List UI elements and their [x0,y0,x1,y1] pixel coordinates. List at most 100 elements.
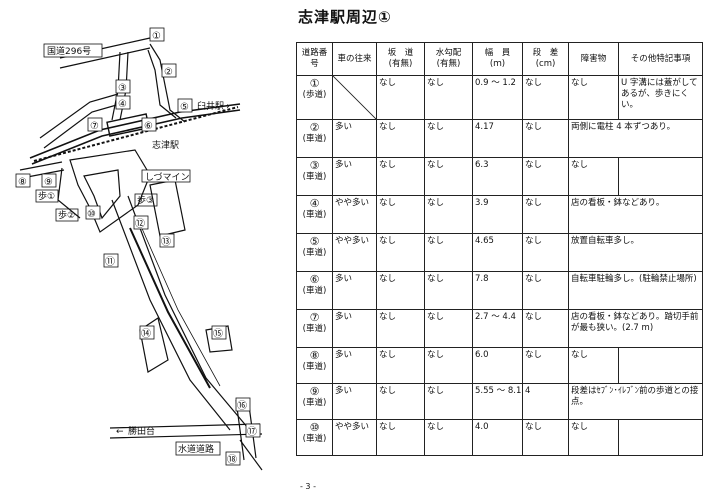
table-row: ③(車道) 多い なし なし 6.3 なし なし [296,157,703,196]
cell-obstacle: なし [568,347,619,384]
cell-slope: なし [376,383,425,420]
road-number: ⑥ [309,273,320,286]
marker-6: ⑥ [144,121,153,132]
cell-step: なし [522,75,569,120]
road-survey-table: 道路番号 車の往来 坂 道 (有無) 水勾配 (有無) 幅 員 (ｍ) 段 差 … [296,42,703,456]
cell-slope: なし [376,419,425,456]
road-7 [39,93,121,149]
cell-obstacle: 段差はｾﾌﾞﾝ･ｲﾚﾌﾞﾝ前の歩道との接点。 [568,383,703,420]
road-number: ④ [309,197,320,210]
road-type: (車道) [302,210,327,220]
cell-traffic: やや多い [332,195,377,234]
cell-drain: なし [424,75,473,120]
katsutadai-arrow-icon: ← [116,427,124,437]
marker-1: ① [152,31,161,42]
header-width: 幅 員 (ｍ) [472,42,523,76]
cell-slope: なし [376,75,425,120]
marker-3: ③ [118,83,127,94]
area-map: 国道296号 臼井駅 → 志津駅 しづマイン 歩① 歩② 歩③ ← 勝田台 水道… [15,27,263,471]
marker-10: ⑩ [87,209,96,220]
marker-13: ⑬ [161,236,171,248]
road-type: (車道) [302,248,327,258]
cell-slope: なし [376,309,425,348]
road-type: (車道) [302,324,327,334]
cell-road-no: ⑥(車道) [296,271,333,310]
table-row: ②(車道) 多い なし なし 4.17 なし 両側に電柱 4 本ずつあり。 [296,119,703,158]
cell-obstacle: なし [568,75,619,120]
cell-traffic: 多い [332,157,377,196]
cell-drain: なし [424,419,473,456]
cell-road-no: ⑩(車道) [296,419,333,456]
cell-width: 4.0 [472,419,523,456]
cell-slope: なし [376,233,425,272]
cell-slope: なし [376,347,425,384]
label-shizu-station: 志津駅 [152,139,179,151]
road-suido [109,423,263,439]
cell-width: 4.17 [472,119,523,158]
label-suido-road: 水道道路 [178,443,214,455]
road-type: (車道) [302,362,327,372]
railway [29,103,241,165]
road-type: (車道) [302,286,327,296]
marker-15: ⑮ [213,328,223,340]
cell-traffic: 多い [332,271,377,310]
cell-traffic: やや多い [332,419,377,456]
page-number: - 3 - [300,482,316,491]
cell-width: 3.9 [472,195,523,234]
cell-drain: なし [424,157,473,196]
cell-road-no: ⑦(車道) [296,309,333,348]
cell-slope: なし [376,271,425,310]
cell-drain: なし [424,347,473,384]
cell-step: なし [522,233,569,272]
road-number: ⑤ [309,235,320,248]
header-slope: 坂 道 (有無) [376,42,425,76]
diagonal-line [333,76,376,119]
cell-road-no: ⑧(車道) [296,347,333,384]
road-number: ① [309,77,320,90]
cell-obstacle: 店の看板・鉢などあり。踏切手前が最も狭い。(2.7 m) [568,309,703,348]
marker-16: ⑯ [237,400,247,412]
label-usui-station: 臼井駅 [197,100,224,112]
header-step: 段 差 (cm) [522,42,569,76]
label-shizumine: しづマイン [145,172,189,183]
header-road-no: 道路番号 [296,42,333,76]
cell-drain: なし [424,271,473,310]
cell-traffic: 多い [332,383,377,420]
cell-drain: なし [424,119,473,158]
marker-11: ⑪ [105,256,115,268]
building-right [149,179,186,237]
cell-step: なし [522,309,569,348]
header-drain: 水勾配 (有無) [424,42,473,76]
cell-obstacle: 放置自転車多し。 [568,233,703,272]
table-row: ⑥(車道) 多い なし なし 7.8 なし 自転車駐輪多し。(駐輪禁止場所) [296,271,703,310]
cell-traffic: 多い [332,347,377,384]
table-row: ①(歩道) なし なし 0.9 ～ 1.2 なし なし U 字溝には蓋がしてある… [296,75,703,120]
cell-road-no: ②(車道) [296,119,333,158]
cell-width: 2.7 ～ 4.4 [472,309,523,348]
marker-2: ② [164,67,173,78]
cell-slope: なし [376,195,425,234]
marker-5: ⑤ [180,102,189,113]
cell-road-no: ③(車道) [296,157,333,196]
road-number: ③ [309,159,320,172]
table-row: ⑧(車道) 多い なし なし 6.0 なし なし [296,347,703,384]
cell-road-no: ①(歩道) [296,75,333,120]
cell-width: 5.55 ～ 8.1 [472,383,523,420]
header-obstacle: 障害物 [568,42,619,76]
road-number: ⑨ [309,385,320,398]
table-row: ⑦(車道) 多い なし なし 2.7 ～ 4.4 なし 店の看板・鉢などあり。踏… [296,309,703,348]
cell-slope: なし [376,119,425,158]
road-type: (車道) [302,398,327,408]
cell-traffic: 多い [332,309,377,348]
cell-road-no: ⑤(車道) [296,233,333,272]
cell-step: なし [522,195,569,234]
cell-step: なし [522,347,569,384]
cell-drain: なし [424,195,473,234]
table-row: ⑩(車道) やや多い なし なし 4.0 なし なし [296,419,703,456]
road-type: (車道) [302,134,327,144]
marker-18: ⑱ [227,454,237,466]
cell-drain: なし [424,383,473,420]
table-row: ⑨(車道) 多い なし なし 5.55 ～ 8.1 4 段差はｾﾌﾞﾝ･ｲﾚﾌﾞ… [296,383,703,420]
cell-width: 7.8 [472,271,523,310]
cell-note: U 字溝には蓋がしてあるが、歩きにくい。 [618,75,703,120]
